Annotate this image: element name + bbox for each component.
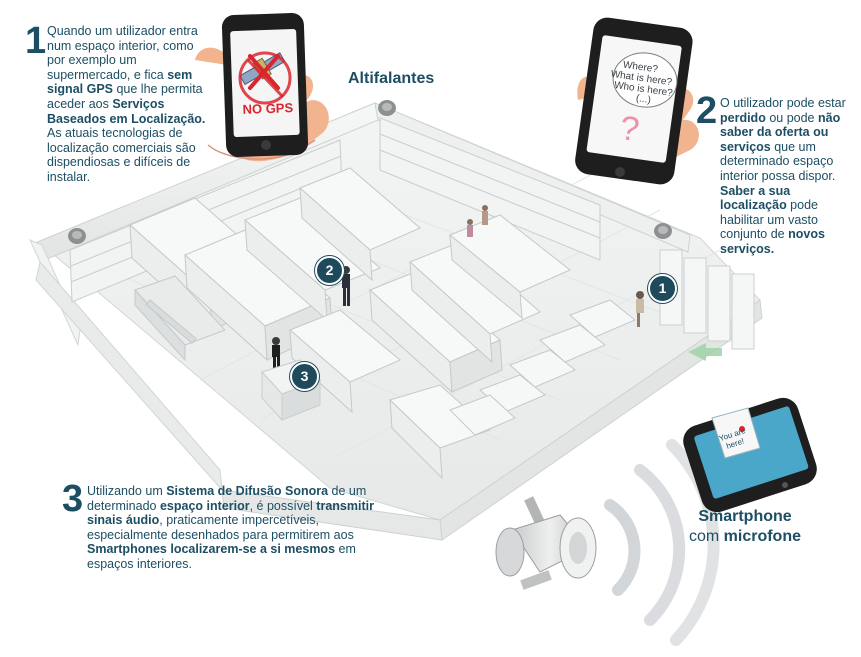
step-3-seg-5: transmitir sinais áudio	[87, 498, 374, 528]
person-2	[342, 266, 350, 306]
person-1	[636, 291, 644, 327]
step-2-seg-5: Saber a sua localização	[720, 183, 791, 213]
smartphone-caption-line-2: com microfone	[670, 527, 820, 547]
step-2-seg-2: ou pode	[765, 110, 818, 125]
bubble-line-4: (...)	[635, 93, 651, 106]
step-2-seg-4: que um determinado espaço interior possa…	[720, 139, 836, 183]
step-2-seg-0: O utilizador pode estar	[720, 96, 846, 110]
step-2-seg-1: perdido	[720, 110, 766, 125]
step-2-number: 2	[696, 90, 718, 132]
step-2-text: O utilizador pode estar perdido ou pode …	[720, 96, 854, 257]
step-3-number: 3	[62, 478, 84, 520]
ceiling-speaker-right	[654, 223, 672, 239]
step-1-seg-0: Quando um utilizador entra num espaço in…	[47, 24, 198, 82]
marker-1: 1	[648, 274, 677, 303]
step-1-text: Quando um utilizador entra num espaço in…	[47, 24, 215, 185]
step-3-seg-0: Utilizando um	[87, 484, 167, 498]
smartphone-microphone-illustration: You are here!	[683, 397, 817, 513]
step-3-seg-2: de um determinado	[87, 484, 367, 513]
step-1-seg-3: Serviços Baseados em Localização.	[47, 96, 206, 126]
step-2-seg-7: novos serviços.	[720, 227, 825, 256]
step-3-seg-6: , praticamente impercetíveis, especialme…	[87, 513, 354, 542]
step-3-text: Utilizando um Sistema de Difusão Sonora …	[87, 484, 397, 572]
phone-no-gps-illustration: NO GPS	[195, 13, 329, 162]
step-2-seg-3: não saber da oferta ou serviços	[720, 110, 841, 154]
step-3-seg-4: , é possível	[249, 498, 317, 513]
step-3-seg-7: Smartphones localizarem-se a si mesmos	[87, 542, 336, 557]
step-1-seg-4: As atuais tecnologias de localização com…	[47, 126, 196, 184]
smartphone-caption: Smartphone com microfone	[670, 507, 820, 547]
floor-arrow	[688, 343, 722, 361]
speakers-label: Altifalantes	[348, 70, 435, 87]
marker-2: 2	[315, 256, 344, 285]
marker-3: 3	[290, 362, 319, 391]
step-2-seg-6: pode habilitar um vasto conjunto de	[720, 198, 818, 242]
step-3-seg-8: em espaços interiores.	[87, 542, 356, 571]
smartphone-caption-prefix: com	[688, 528, 724, 545]
ceiling-speaker-left	[68, 228, 86, 244]
horn-speaker	[495, 496, 597, 590]
step-1-seg-1: sem signal GPS	[47, 67, 193, 97]
step-3-seg-3: espaço interior	[159, 498, 250, 513]
person-3	[272, 337, 280, 371]
phone-question-illustration: Where? What is here? Who is here? (...) …	[575, 17, 699, 185]
step-1-number: 1	[25, 20, 47, 62]
shelf-aisles	[129, 167, 636, 480]
step-3-seg-1: Sistema de Difusão Sonora	[166, 484, 329, 498]
smartphone-caption-line-1: Smartphone	[698, 508, 792, 525]
smartphone-caption-bold: microfone	[723, 528, 801, 545]
sound-waves	[604, 439, 720, 646]
ceiling-speakers	[68, 100, 672, 244]
no-gps-text: NO GPS	[242, 100, 293, 117]
step-1-seg-2: que lhe permita aceder aos	[47, 82, 203, 111]
ceiling-speaker-top	[378, 100, 396, 116]
shoppers	[272, 205, 644, 371]
bubble-line-1: Where?	[622, 60, 659, 76]
